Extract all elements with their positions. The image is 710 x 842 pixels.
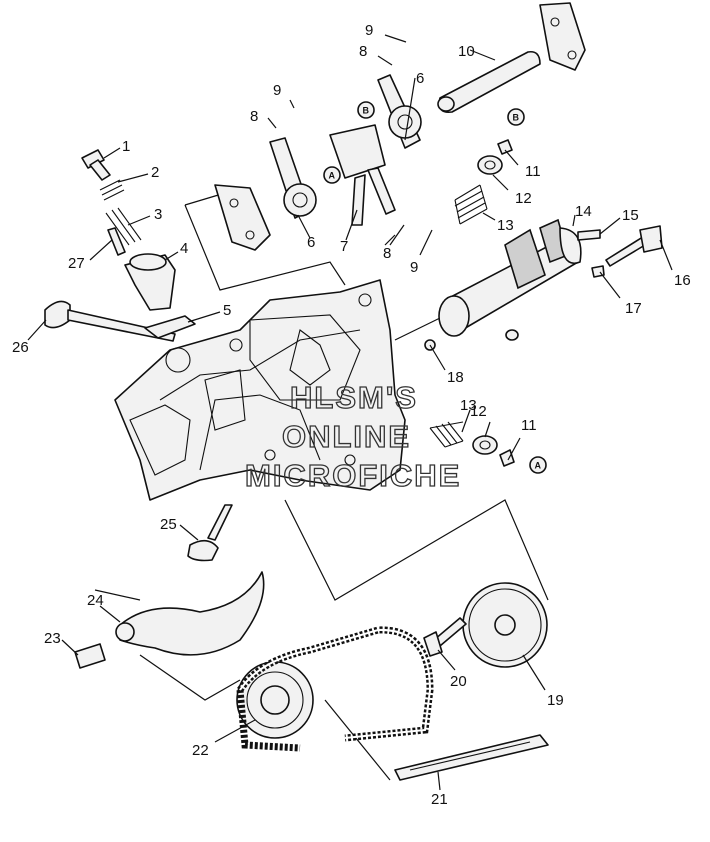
callout-25: 25	[160, 516, 177, 533]
crank-sprocket	[236, 661, 314, 739]
callout-9-bottom: 9	[410, 259, 418, 276]
callout-4: 4	[180, 240, 188, 257]
timing-chain	[236, 626, 434, 752]
callout-18: 18	[447, 369, 464, 386]
chain-guide	[115, 571, 265, 656]
valve-spring-upper	[454, 184, 488, 225]
chain-guide-lower	[394, 734, 549, 781]
cylinder-head	[114, 279, 406, 501]
callout-6-top: 6	[416, 70, 424, 87]
intake-valve	[44, 300, 176, 342]
guide-bolt	[74, 643, 106, 669]
watermark-line-2: ONLINE	[282, 419, 411, 454]
tensioner-spring	[99, 179, 125, 201]
tensioner-bolt	[81, 149, 111, 181]
callout-9-left: 9	[273, 82, 281, 99]
camshaft-seal	[424, 329, 519, 351]
badge-a-lower-label: A	[535, 461, 542, 471]
callout-1: 1	[122, 138, 130, 155]
callout-14: 14	[575, 203, 592, 220]
callout-24: 24	[87, 592, 104, 609]
badge-b-left: B	[357, 101, 375, 119]
callout-9-top: 9	[365, 22, 373, 39]
badge-a-lower: A	[529, 456, 547, 474]
callout-19: 19	[547, 692, 564, 709]
callout-numbers: 1 2 3 4 5 6 6 7 8 8 8 9 9 9 10 11 11 12 …	[12, 22, 691, 808]
callout-3: 3	[154, 206, 162, 223]
exhaust-valve	[187, 504, 233, 562]
camshaft	[438, 218, 582, 337]
rocker-arm-left	[269, 137, 317, 219]
sprocket-bolt	[423, 617, 467, 657]
leader-lines	[27, 34, 673, 791]
callout-10: 10	[458, 43, 475, 60]
rocker-arm-right	[377, 74, 422, 149]
badge-a-upper-label: A	[329, 171, 336, 181]
watermark: HLSM'S ONLINE MICROFICHE	[244, 379, 461, 493]
callout-8-bottom: 8	[383, 245, 391, 262]
camshaft-bolt	[605, 225, 663, 267]
spring-retainer-lower	[472, 435, 498, 455]
callout-23: 23	[44, 630, 61, 647]
valve-keeper-upper	[497, 139, 513, 155]
callout-13-upper: 13	[497, 217, 514, 234]
cam-sprocket	[462, 582, 548, 668]
callout-8-top: 8	[359, 43, 367, 60]
badge-b-right: B	[507, 108, 525, 126]
spring-retainer-upper	[477, 155, 503, 175]
rocker-cover-bracket-top	[539, 2, 586, 71]
callout-27: 27	[68, 255, 85, 272]
callout-17: 17	[625, 300, 642, 317]
callout-8-left: 8	[250, 108, 258, 125]
callout-5: 5	[223, 302, 231, 319]
callout-22: 22	[192, 742, 209, 759]
badge-b-right-label: B	[513, 113, 520, 123]
watermark-line-1: HLSM'S	[290, 380, 418, 415]
rocker-shaft	[437, 50, 541, 114]
callout-13-lower: 13	[460, 397, 477, 414]
timing-pin	[577, 229, 601, 241]
callout-11-upper: 11	[525, 163, 541, 180]
valve-keeper-lower	[499, 449, 515, 467]
rocker-cover-bracket	[214, 184, 271, 251]
callout-21: 21	[431, 791, 448, 808]
rocker-shaft-support	[329, 124, 396, 226]
callout-2: 2	[151, 164, 159, 181]
callout-7: 7	[340, 238, 348, 255]
badge-b-left-label: B	[363, 106, 370, 116]
callout-20: 20	[450, 673, 467, 690]
badge-a-upper: A	[323, 166, 341, 184]
valve-spring-lower	[429, 421, 464, 448]
callout-16: 16	[674, 272, 691, 289]
callout-12-upper: 12	[515, 190, 532, 207]
reference-lines	[94, 189, 549, 781]
tensioner-side-bolt	[107, 227, 126, 256]
callout-12-lower: 12	[470, 403, 487, 420]
tensioner-gasket	[144, 315, 196, 339]
watermark-line-3: MICROFICHE	[245, 458, 461, 493]
callout-11-lower: 11	[521, 417, 537, 434]
tensioner-body	[124, 253, 176, 311]
callout-26: 26	[12, 339, 29, 356]
callout-15: 15	[622, 207, 639, 224]
callout-6-left: 6	[307, 234, 315, 251]
